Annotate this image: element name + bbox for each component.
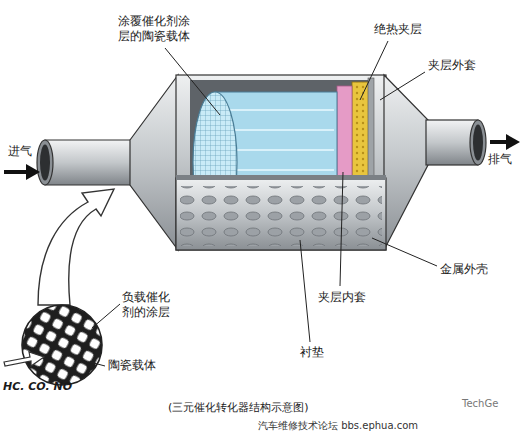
- part-label: 陶瓷载体: [108, 358, 156, 373]
- figure-caption: (三元催化转化器结构示意图): [168, 401, 309, 415]
- part-label: 涂覆催化剂涂层的陶瓷载体: [118, 14, 198, 44]
- leader-line: [360, 41, 388, 100]
- lower-shell: [176, 178, 386, 250]
- part-label: 汽车维修技术论坛 bbs.ephua.com: [258, 420, 418, 433]
- outlet-opening: [470, 120, 486, 165]
- exhaust-arrow-head: [506, 134, 520, 150]
- part-label: 夹层外套: [428, 58, 476, 73]
- part-label: 绝热夹层: [374, 22, 422, 37]
- leader-line: [300, 240, 310, 342]
- intake-arrow-shaft: [4, 170, 28, 174]
- part-label: 负载催化剂的涂层: [122, 290, 174, 320]
- part-label: 金属外壳: [440, 262, 488, 277]
- flow-arrow: [38, 189, 114, 305]
- part-label: TechGe: [462, 398, 498, 411]
- inlet-pipe: [45, 140, 132, 185]
- leader-lines: [90, 41, 437, 366]
- leader-line: [165, 48, 220, 115]
- outlet-hole: [473, 125, 483, 161]
- outlet-cone: [384, 75, 428, 250]
- shell-dimples: [180, 186, 382, 246]
- leader-line: [372, 238, 437, 266]
- inlet-hole: [40, 145, 50, 181]
- shell-cut-edge: [368, 78, 374, 178]
- leader-line: [92, 304, 120, 328]
- leader-line: [340, 172, 343, 286]
- inlet-opening: [37, 140, 53, 185]
- intake-arrow-head: [26, 164, 40, 180]
- leader-line: [380, 72, 425, 100]
- part-label: HC. CO. NO: [3, 380, 72, 394]
- honeycomb-cells: [20, 303, 104, 387]
- shell-thickness: [176, 175, 386, 180]
- exhaust-arrow-shaft: [490, 140, 508, 144]
- inset-circle: [22, 305, 102, 385]
- part-label: 夹层内套: [318, 290, 366, 305]
- part-label: 衬垫: [300, 345, 324, 360]
- part-label: 进气: [8, 144, 32, 159]
- part-label: 排气: [488, 152, 512, 167]
- converter-body: [176, 75, 386, 250]
- inlet-cone: [130, 75, 178, 250]
- honeycomb-inset: [20, 303, 104, 387]
- gas-arrow: [4, 352, 44, 366]
- leader-line: [90, 362, 105, 366]
